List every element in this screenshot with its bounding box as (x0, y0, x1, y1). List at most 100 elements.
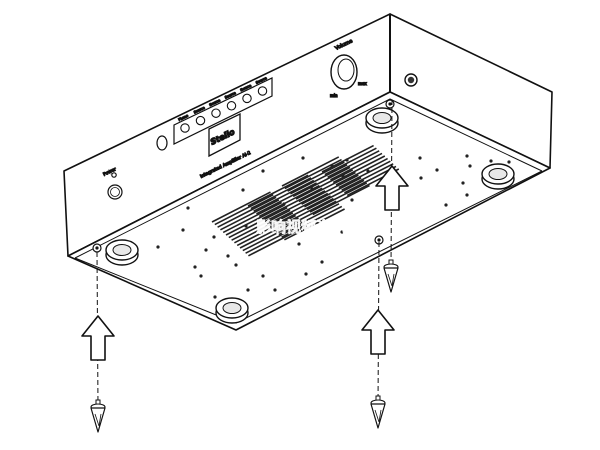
source-button-label: Source (255, 76, 267, 85)
screw-hole-icon (186, 206, 190, 210)
front-small-button (156, 135, 168, 151)
screw-hole-icon (246, 288, 250, 292)
vent-slot (281, 205, 343, 238)
vent-slot (309, 182, 368, 213)
watermark: 影响视频资讯网 (256, 218, 361, 236)
screw-hole-icon (444, 203, 448, 207)
vent-slot (338, 160, 391, 189)
vent-slot (239, 217, 299, 249)
vent-slot (275, 200, 337, 233)
vent-slot (270, 195, 331, 228)
vent-slot (258, 184, 320, 218)
source-button: Source (224, 90, 237, 111)
screw-hole-icon (507, 160, 511, 164)
screw-hole-icon (181, 228, 185, 232)
vent-slot (220, 199, 280, 231)
screw-hole-icon (156, 245, 160, 249)
vent-slot (211, 191, 271, 223)
vent-slot (247, 174, 309, 207)
arrow-up-icon (81, 315, 115, 361)
vent-slot (242, 219, 302, 252)
source-button-label: Source (224, 91, 236, 100)
vent-slot (248, 225, 308, 257)
vent-slot (298, 171, 356, 203)
screw-hole-icon (489, 159, 493, 163)
vent-slot (332, 155, 386, 184)
vent-slot (253, 179, 315, 212)
source-button: Source (208, 98, 222, 118)
screw-hole-icon (310, 187, 314, 191)
max-label: max (358, 81, 367, 86)
vent-slot (261, 187, 323, 220)
vent-slot (272, 197, 334, 231)
screw-hole-icon (418, 156, 422, 160)
screw-hole-icon (341, 174, 345, 178)
vent-slot (330, 152, 383, 181)
screw-hole-icon (226, 254, 230, 258)
screw-hole-icon (204, 248, 208, 252)
screw-hole-icon (350, 198, 354, 202)
arrow-up-icon (375, 165, 409, 211)
rubber-foot-icon (365, 107, 399, 134)
ventilation-slots (211, 144, 400, 257)
vent-slot (228, 206, 288, 239)
screw-hole-icon (465, 154, 469, 158)
screw-hole-icon (301, 156, 305, 160)
screw-hole-icon (241, 188, 245, 192)
screw-hole-icon (244, 224, 248, 228)
vent-slot (341, 163, 394, 191)
screw-hole-icon (304, 272, 308, 276)
screw-hole-icon (435, 168, 439, 172)
screw-hole-icon (261, 169, 265, 173)
rubber-foot-icon (215, 297, 249, 324)
spike-mount-center (95, 246, 99, 250)
rubber-feet (105, 107, 515, 324)
spike-foot-icon (383, 259, 399, 293)
screw-hole-icon (282, 202, 286, 206)
arrow-up-icon (361, 309, 395, 355)
screw-hole-icon (273, 288, 277, 292)
vent-slot (225, 204, 285, 236)
vent-slot (222, 201, 283, 234)
vent-slot (250, 177, 312, 210)
source-button-label: Phono (178, 114, 189, 122)
logo-badge: Stello (208, 112, 241, 158)
vent-slot (306, 179, 365, 211)
screw-hole-icon (212, 235, 216, 239)
rubber-foot-icon (105, 239, 139, 266)
screw-hole-icon (199, 274, 203, 278)
screw-hole-icon (213, 295, 217, 299)
power-button (107, 184, 123, 200)
source-button: Phono (177, 113, 190, 133)
arrows (81, 165, 409, 361)
vent-slot (324, 147, 377, 176)
screw-hole-icon (193, 265, 197, 269)
min-label: min (330, 93, 338, 98)
screw-hole-icon (366, 169, 370, 173)
vent-slot (217, 196, 277, 228)
vent-slot (236, 214, 297, 247)
vent-slot (301, 174, 359, 205)
vent-slot (290, 164, 348, 195)
vent-slot (335, 157, 388, 186)
power-indicator (111, 172, 117, 178)
vent-slot (214, 193, 274, 226)
vent-slot (231, 209, 291, 241)
screw-hole-icon (261, 274, 265, 278)
vent-slot (281, 156, 340, 187)
spike-feet (90, 259, 399, 433)
source-button: Source (255, 76, 268, 96)
screw-hole-icon (465, 193, 469, 197)
side-jack (404, 73, 418, 87)
screw-hole-icon (345, 158, 349, 162)
vent-slot (245, 222, 305, 254)
source-button-label: Source (209, 98, 221, 107)
screw-hole-icon (330, 164, 334, 168)
screw-hole-icon (297, 242, 301, 246)
screw-hole-icon (234, 263, 238, 267)
spike-foot-icon (370, 395, 386, 429)
vent-slot (327, 150, 380, 178)
